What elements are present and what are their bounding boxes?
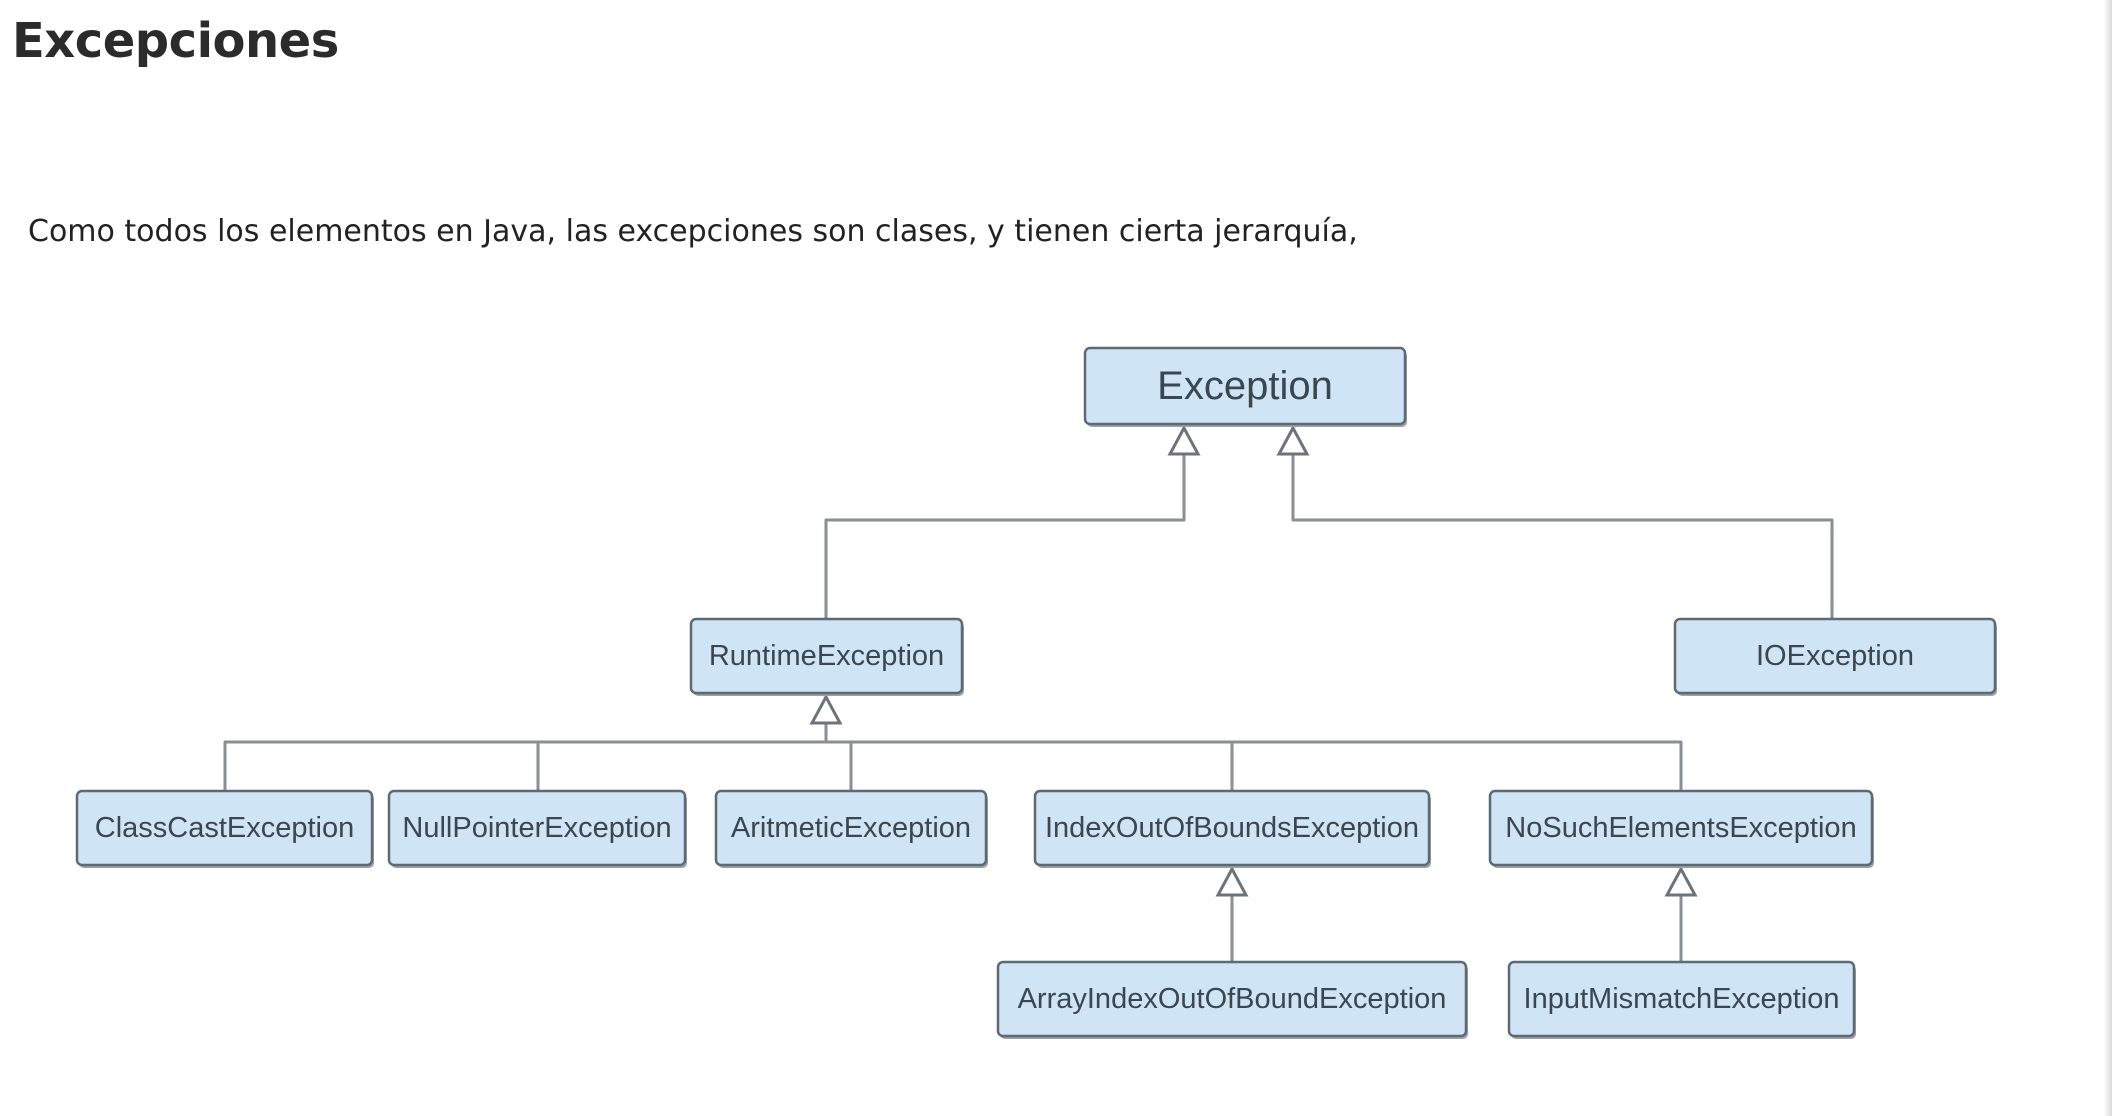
- class-node-label: ClassCastException: [95, 812, 355, 844]
- class-node-aritmetic: AritmeticException: [714, 789, 988, 868]
- class-node-label: ArrayIndexOutOfBoundException: [1018, 983, 1447, 1015]
- class-node-label: IndexOutOfBoundsException: [1045, 812, 1419, 844]
- arrowhead-indexoob-icon: [1215, 865, 1249, 897]
- edge-aritmetic-to-runtime: [824, 723, 853, 791]
- class-node-label: Exception: [1157, 364, 1333, 408]
- class-node-box: [1673, 617, 1997, 695]
- class-node-nullpointer: NullPointerException: [387, 789, 687, 868]
- class-node-box: [714, 789, 988, 867]
- arrowhead-nosuch-icon: [1664, 865, 1698, 897]
- class-node-label: NullPointerException: [402, 812, 671, 844]
- class-node-box: [689, 617, 964, 695]
- edge-indexoob-to-runtime: [824, 723, 1234, 791]
- page-scrollbar[interactable]: [2104, 0, 2112, 1116]
- class-node-box: [1083, 346, 1407, 426]
- class-node-box: [1033, 789, 1431, 867]
- class-node-label: AritmeticException: [731, 812, 971, 844]
- class-node-label: NoSuchElementsException: [1505, 812, 1856, 844]
- intro-paragraph: Como todos los elementos en Java, las ex…: [28, 214, 1358, 249]
- class-node-nosuch: NoSuchElementsException: [1488, 789, 1874, 868]
- class-node-box: [996, 960, 1468, 1038]
- class-node-indexoob: IndexOutOfBoundsException: [1033, 789, 1431, 868]
- class-node-label: IOException: [1756, 640, 1914, 672]
- class-node-exception: Exception: [1083, 346, 1407, 427]
- edge-classcast-to-runtime: [223, 723, 828, 791]
- class-node-box: [387, 789, 687, 867]
- class-node-inputmismatch: InputMismatchException: [1507, 960, 1856, 1039]
- class-node-label: RuntimeException: [709, 640, 944, 672]
- class-node-box: [1488, 789, 1874, 867]
- class-node-label: InputMismatchException: [1524, 983, 1840, 1015]
- class-node-classcast: ClassCastException: [75, 789, 374, 868]
- class-node-runtime: RuntimeException: [689, 617, 964, 696]
- class-node-io: IOException: [1673, 617, 1997, 696]
- arrowhead-exception-right-icon: [1276, 424, 1310, 456]
- class-node-arrayindex: ArrayIndexOutOfBoundException: [996, 960, 1468, 1039]
- arrowhead-exception-left-icon: [1167, 424, 1201, 456]
- edge-runtime-to-exception: [824, 450, 1186, 619]
- edge-io-to-exception: [1291, 450, 1834, 619]
- class-node-box: [75, 789, 374, 867]
- edge-nullpointer-to-runtime: [536, 723, 828, 791]
- page-title: Excepciones: [12, 13, 339, 69]
- edges-layer: [223, 424, 1834, 962]
- edge-nosuch-to-runtime: [824, 723, 1683, 791]
- arrowhead-runtime-icon: [809, 693, 843, 725]
- class-node-box: [1507, 960, 1856, 1038]
